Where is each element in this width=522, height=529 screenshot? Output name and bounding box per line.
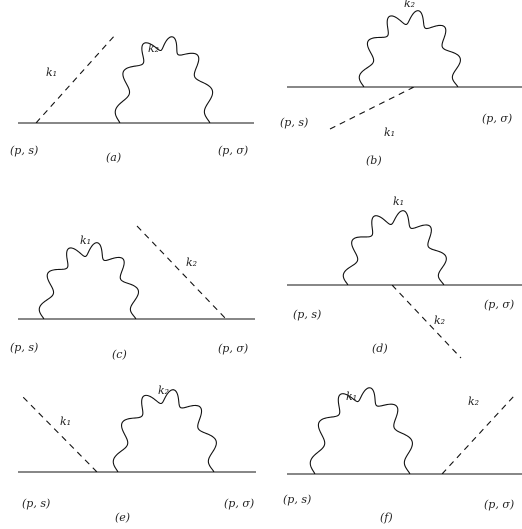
panel-e: k₁ k₂ (p, s) (p, σ) (e): [18, 384, 256, 524]
scalar-label: k₂: [434, 314, 445, 327]
scalar-line: [329, 86, 415, 130]
panel-a: k₁ k₂ (p, s) (p, σ) (a): [10, 33, 254, 164]
panel-caption: (d): [372, 342, 388, 355]
scalar-line: [441, 395, 515, 475]
scalar-label: k₁: [60, 415, 71, 428]
photon-label: k₂: [404, 0, 415, 10]
photon-line: [342, 210, 447, 286]
out-state-label: (p, σ): [218, 144, 248, 157]
in-state-label: (p, s): [10, 144, 38, 157]
panel-caption: (f): [380, 511, 393, 524]
scalar-line: [391, 284, 462, 359]
panel-c: k₁ k₂ (p, s) (p, σ) (c): [10, 225, 255, 361]
photon-label: k₁: [346, 390, 357, 403]
photon-label: k₁: [393, 195, 404, 208]
in-state-label: (p, s): [280, 116, 308, 129]
out-state-label: (p, σ): [484, 298, 514, 311]
out-state-label: (p, σ): [224, 497, 254, 510]
photon-line: [358, 10, 461, 88]
photon-label: k₂: [158, 384, 169, 397]
scalar-label: k₂: [186, 256, 197, 269]
photon-label: k₁: [80, 234, 91, 247]
panel-d: k₁ k₂ (p, s) (p, σ) (d): [287, 195, 522, 359]
photon-line: [114, 36, 214, 124]
photon-label: k₂: [148, 42, 159, 55]
panel-caption: (e): [115, 511, 130, 524]
in-state-label: (p, s): [22, 497, 50, 510]
panel-caption: (b): [366, 154, 382, 167]
panel-f: k₁ k₂ (p, s) (p, σ) (f): [283, 387, 522, 524]
scalar-line: [136, 225, 227, 320]
panel-caption: (c): [112, 348, 127, 361]
photon-line: [38, 242, 140, 320]
photon-line: [112, 389, 217, 473]
scalar-line: [35, 33, 117, 124]
in-state-label: (p, s): [283, 493, 311, 506]
panel-caption: (a): [106, 151, 121, 164]
scalar-label: k₁: [46, 66, 57, 79]
out-state-label: (p, σ): [218, 342, 248, 355]
panel-b: k₂ k₁ (p, s) (p, σ) (b): [280, 0, 522, 167]
scalar-label: k₂: [468, 395, 479, 408]
in-state-label: (p, s): [293, 308, 321, 321]
out-state-label: (p, σ): [482, 112, 512, 125]
out-state-label: (p, σ): [484, 498, 514, 511]
in-state-label: (p, s): [10, 341, 38, 354]
scalar-label: k₁: [384, 126, 395, 139]
scalar-line: [19, 393, 98, 473]
photon-line: [309, 387, 413, 475]
